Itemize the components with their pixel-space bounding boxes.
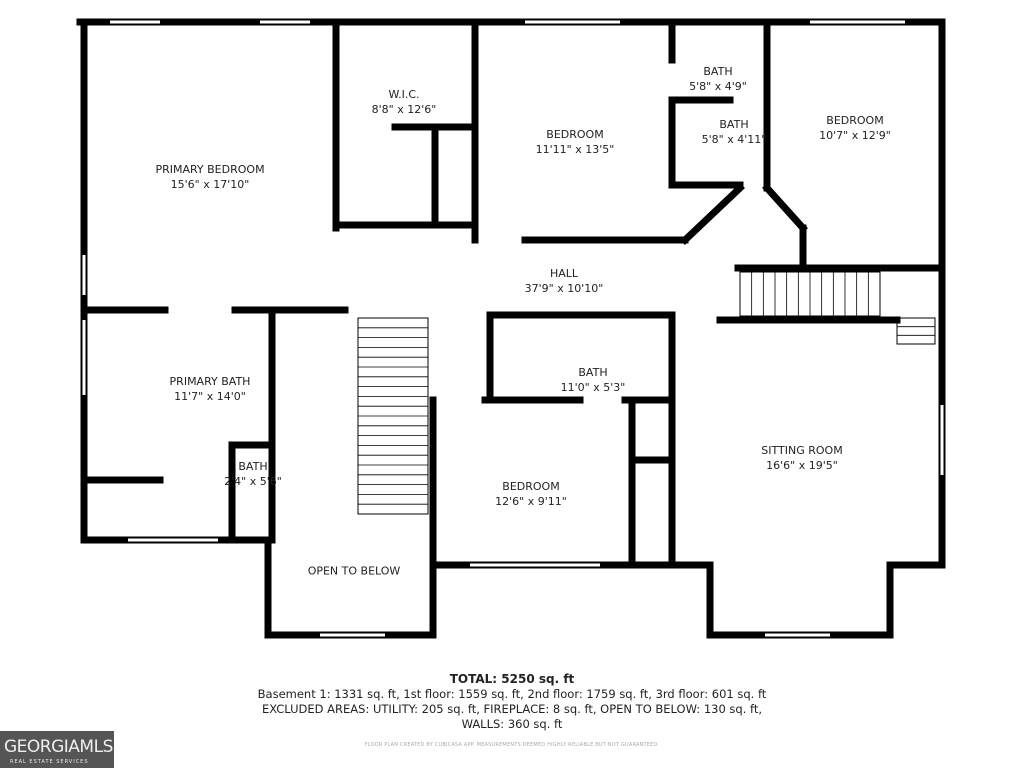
area-summary: TOTAL: 5250 sq. ft Basement 1: 1331 sq. … bbox=[0, 672, 1024, 732]
room-wic: W.I.C.8'8" x 12'6" bbox=[371, 88, 437, 116]
wall bbox=[762, 183, 808, 233]
excluded-areas: EXCLUDED AREAS: UTILITY: 205 sq. ft, FIR… bbox=[261, 702, 763, 716]
credit-text: FLOOR PLAN CREATED BY CUBICASA APP. MEAS… bbox=[364, 742, 660, 748]
floor-plan bbox=[76, 18, 946, 639]
room-open-to-below: OPEN TO BELOW bbox=[307, 564, 401, 578]
floor-areas: Basement 1: 1331 sq. ft, 1st floor: 1559… bbox=[257, 687, 767, 701]
staircase bbox=[896, 317, 936, 345]
wall bbox=[680, 183, 745, 245]
staircase bbox=[739, 271, 881, 317]
walls-area: WALLS: 360 sq. ft bbox=[461, 717, 563, 731]
georgiamls-logo: GEORGIAMLS REAL ESTATE SERVICES bbox=[0, 731, 114, 768]
staircase bbox=[357, 317, 429, 515]
total-area: TOTAL: 5250 sq. ft bbox=[449, 672, 575, 686]
